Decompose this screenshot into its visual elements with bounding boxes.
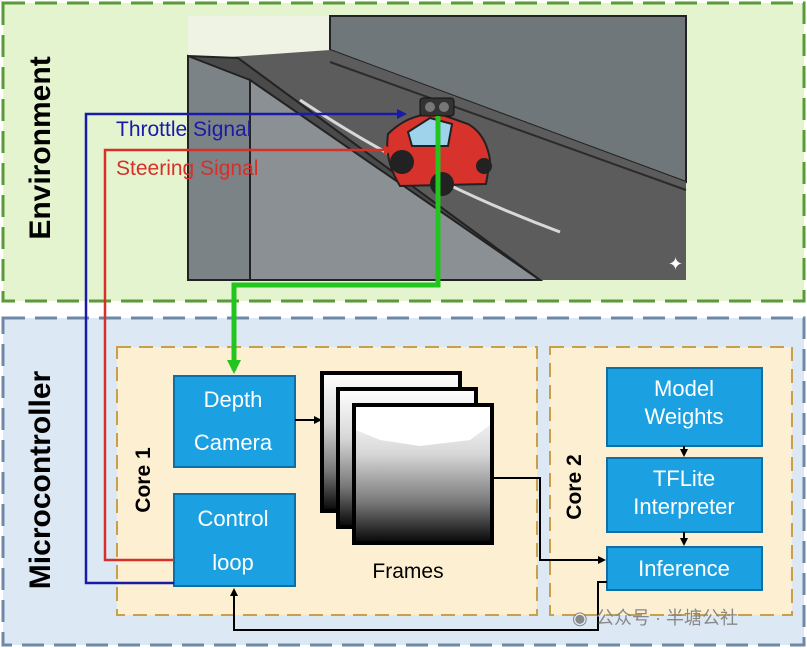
inference-to-control-arrow	[230, 581, 607, 631]
tflite-label-line1: TFLite	[653, 466, 715, 491]
environment-label: Environment	[24, 56, 57, 239]
watermark: ◉ 公众号 · 半塘公社	[572, 608, 738, 628]
watermark-text: 公众号 · 半塘公社	[596, 608, 738, 628]
connections	[84, 109, 688, 631]
control-loop-label-line2: loop	[212, 550, 254, 575]
core2-label: Core 2	[563, 454, 586, 519]
throttle-signal-label: Throttle Signal	[116, 118, 251, 141]
control-loop-label-line1: Control	[198, 506, 269, 531]
steering-signal-label: Steering Signal	[116, 157, 258, 180]
microcontroller-section: Microcontroller Core 1 Core 2 Depth Came…	[1, 316, 806, 647]
control-loop-box: Control loop	[173, 493, 296, 587]
tflite-label-line2: Interpreter	[633, 494, 735, 519]
frames-to-inference-arrow	[492, 477, 606, 564]
depth-camera-label-line2: Camera	[194, 430, 273, 455]
inference-label: Inference	[638, 556, 730, 581]
frames-label: Frames	[372, 560, 443, 583]
model-weights-box: Model Weights	[606, 367, 763, 447]
model-weights-label-line1: Model	[654, 376, 714, 401]
environment-section: Environment ✦ Throttle Signal Steering S…	[1, 1, 806, 303]
wechat-icon: ◉	[572, 608, 588, 628]
frames-stack: Frames	[320, 371, 494, 583]
depth-camera-label-line1: Depth	[204, 387, 263, 412]
throttle-signal-line	[84, 109, 407, 585]
model-weights-label-line2: Weights	[644, 404, 723, 429]
core1-label: Core 1	[132, 447, 155, 513]
tflite-interpreter-box: TFLite Interpreter	[606, 457, 763, 533]
microcontroller-label: Microcontroller	[24, 370, 57, 589]
steering-signal-line	[103, 145, 394, 562]
depth-camera-box: Depth Camera	[173, 375, 296, 468]
inference-box: Inference	[606, 546, 763, 591]
camera-signal-line	[227, 116, 441, 374]
sparkle-icon: ✦	[668, 254, 683, 274]
